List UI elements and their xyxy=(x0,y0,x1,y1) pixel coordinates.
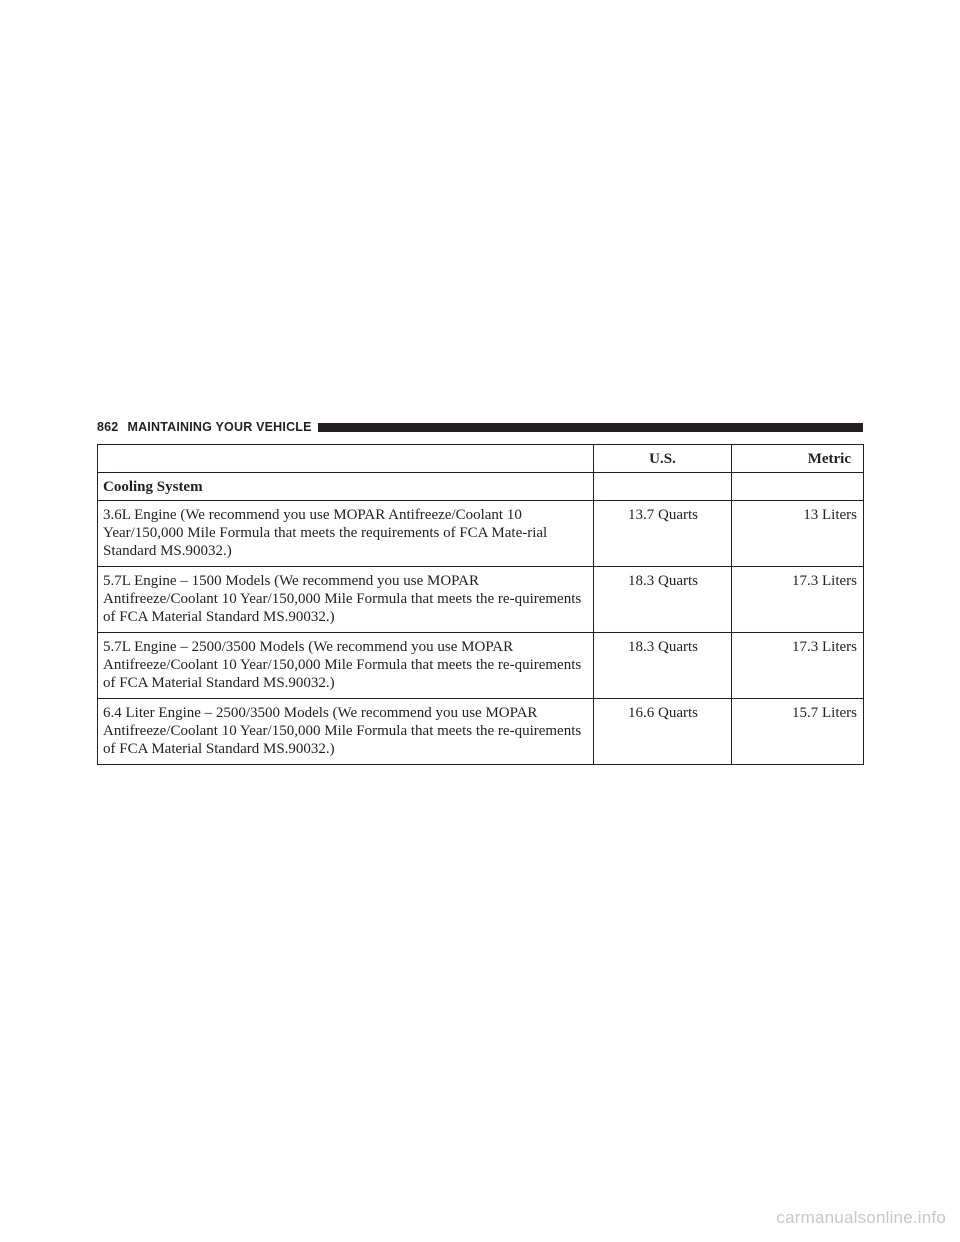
header-rule xyxy=(317,422,863,432)
row-description: 3.6L Engine (We recommend you use MOPAR … xyxy=(97,500,594,567)
column-header-description xyxy=(97,444,594,473)
page-header: 862 MAINTAINING YOUR VEHICLE xyxy=(97,418,863,436)
group-label: Cooling System xyxy=(97,472,594,501)
column-header-metric: Metric xyxy=(731,444,864,473)
row-metric-value: 13 Liters xyxy=(731,500,864,567)
table-row: 3.6L Engine (We recommend you use MOPAR … xyxy=(97,500,864,567)
watermark: carmanualsonline.info xyxy=(776,1208,946,1227)
row-us-value: 13.7 Quarts xyxy=(593,500,732,567)
table-cell-empty xyxy=(731,472,864,501)
group-row-cooling-system: Cooling System xyxy=(97,472,864,501)
page-number: 862 xyxy=(97,420,119,434)
row-metric-value: 17.3 Liters xyxy=(731,632,864,699)
row-metric-value: 15.7 Liters xyxy=(731,698,864,765)
row-us-value: 18.3 Quarts xyxy=(593,566,732,633)
table-row: 6.4 Liter Engine – 2500/3500 Models (We … xyxy=(97,698,864,765)
row-metric-value: 17.3 Liters xyxy=(731,566,864,633)
row-description: 5.7L Engine – 2500/3500 Models (We recom… xyxy=(97,632,594,699)
section-title: MAINTAINING YOUR VEHICLE xyxy=(127,420,312,434)
row-us-value: 16.6 Quarts xyxy=(593,698,732,765)
table-cell-empty xyxy=(593,472,732,501)
row-description: 6.4 Liter Engine – 2500/3500 Models (We … xyxy=(97,698,594,765)
coolant-capacity-table: U.S. Metric Cooling System 3.6L Engine (… xyxy=(97,444,864,765)
row-us-value: 18.3 Quarts xyxy=(593,632,732,699)
table-header-row: U.S. Metric xyxy=(97,444,864,473)
table-row: 5.7L Engine – 1500 Models (We recommend … xyxy=(97,566,864,633)
column-header-us: U.S. xyxy=(593,444,732,473)
table-row: 5.7L Engine – 2500/3500 Models (We recom… xyxy=(97,632,864,699)
row-description: 5.7L Engine – 1500 Models (We recommend … xyxy=(97,566,594,633)
